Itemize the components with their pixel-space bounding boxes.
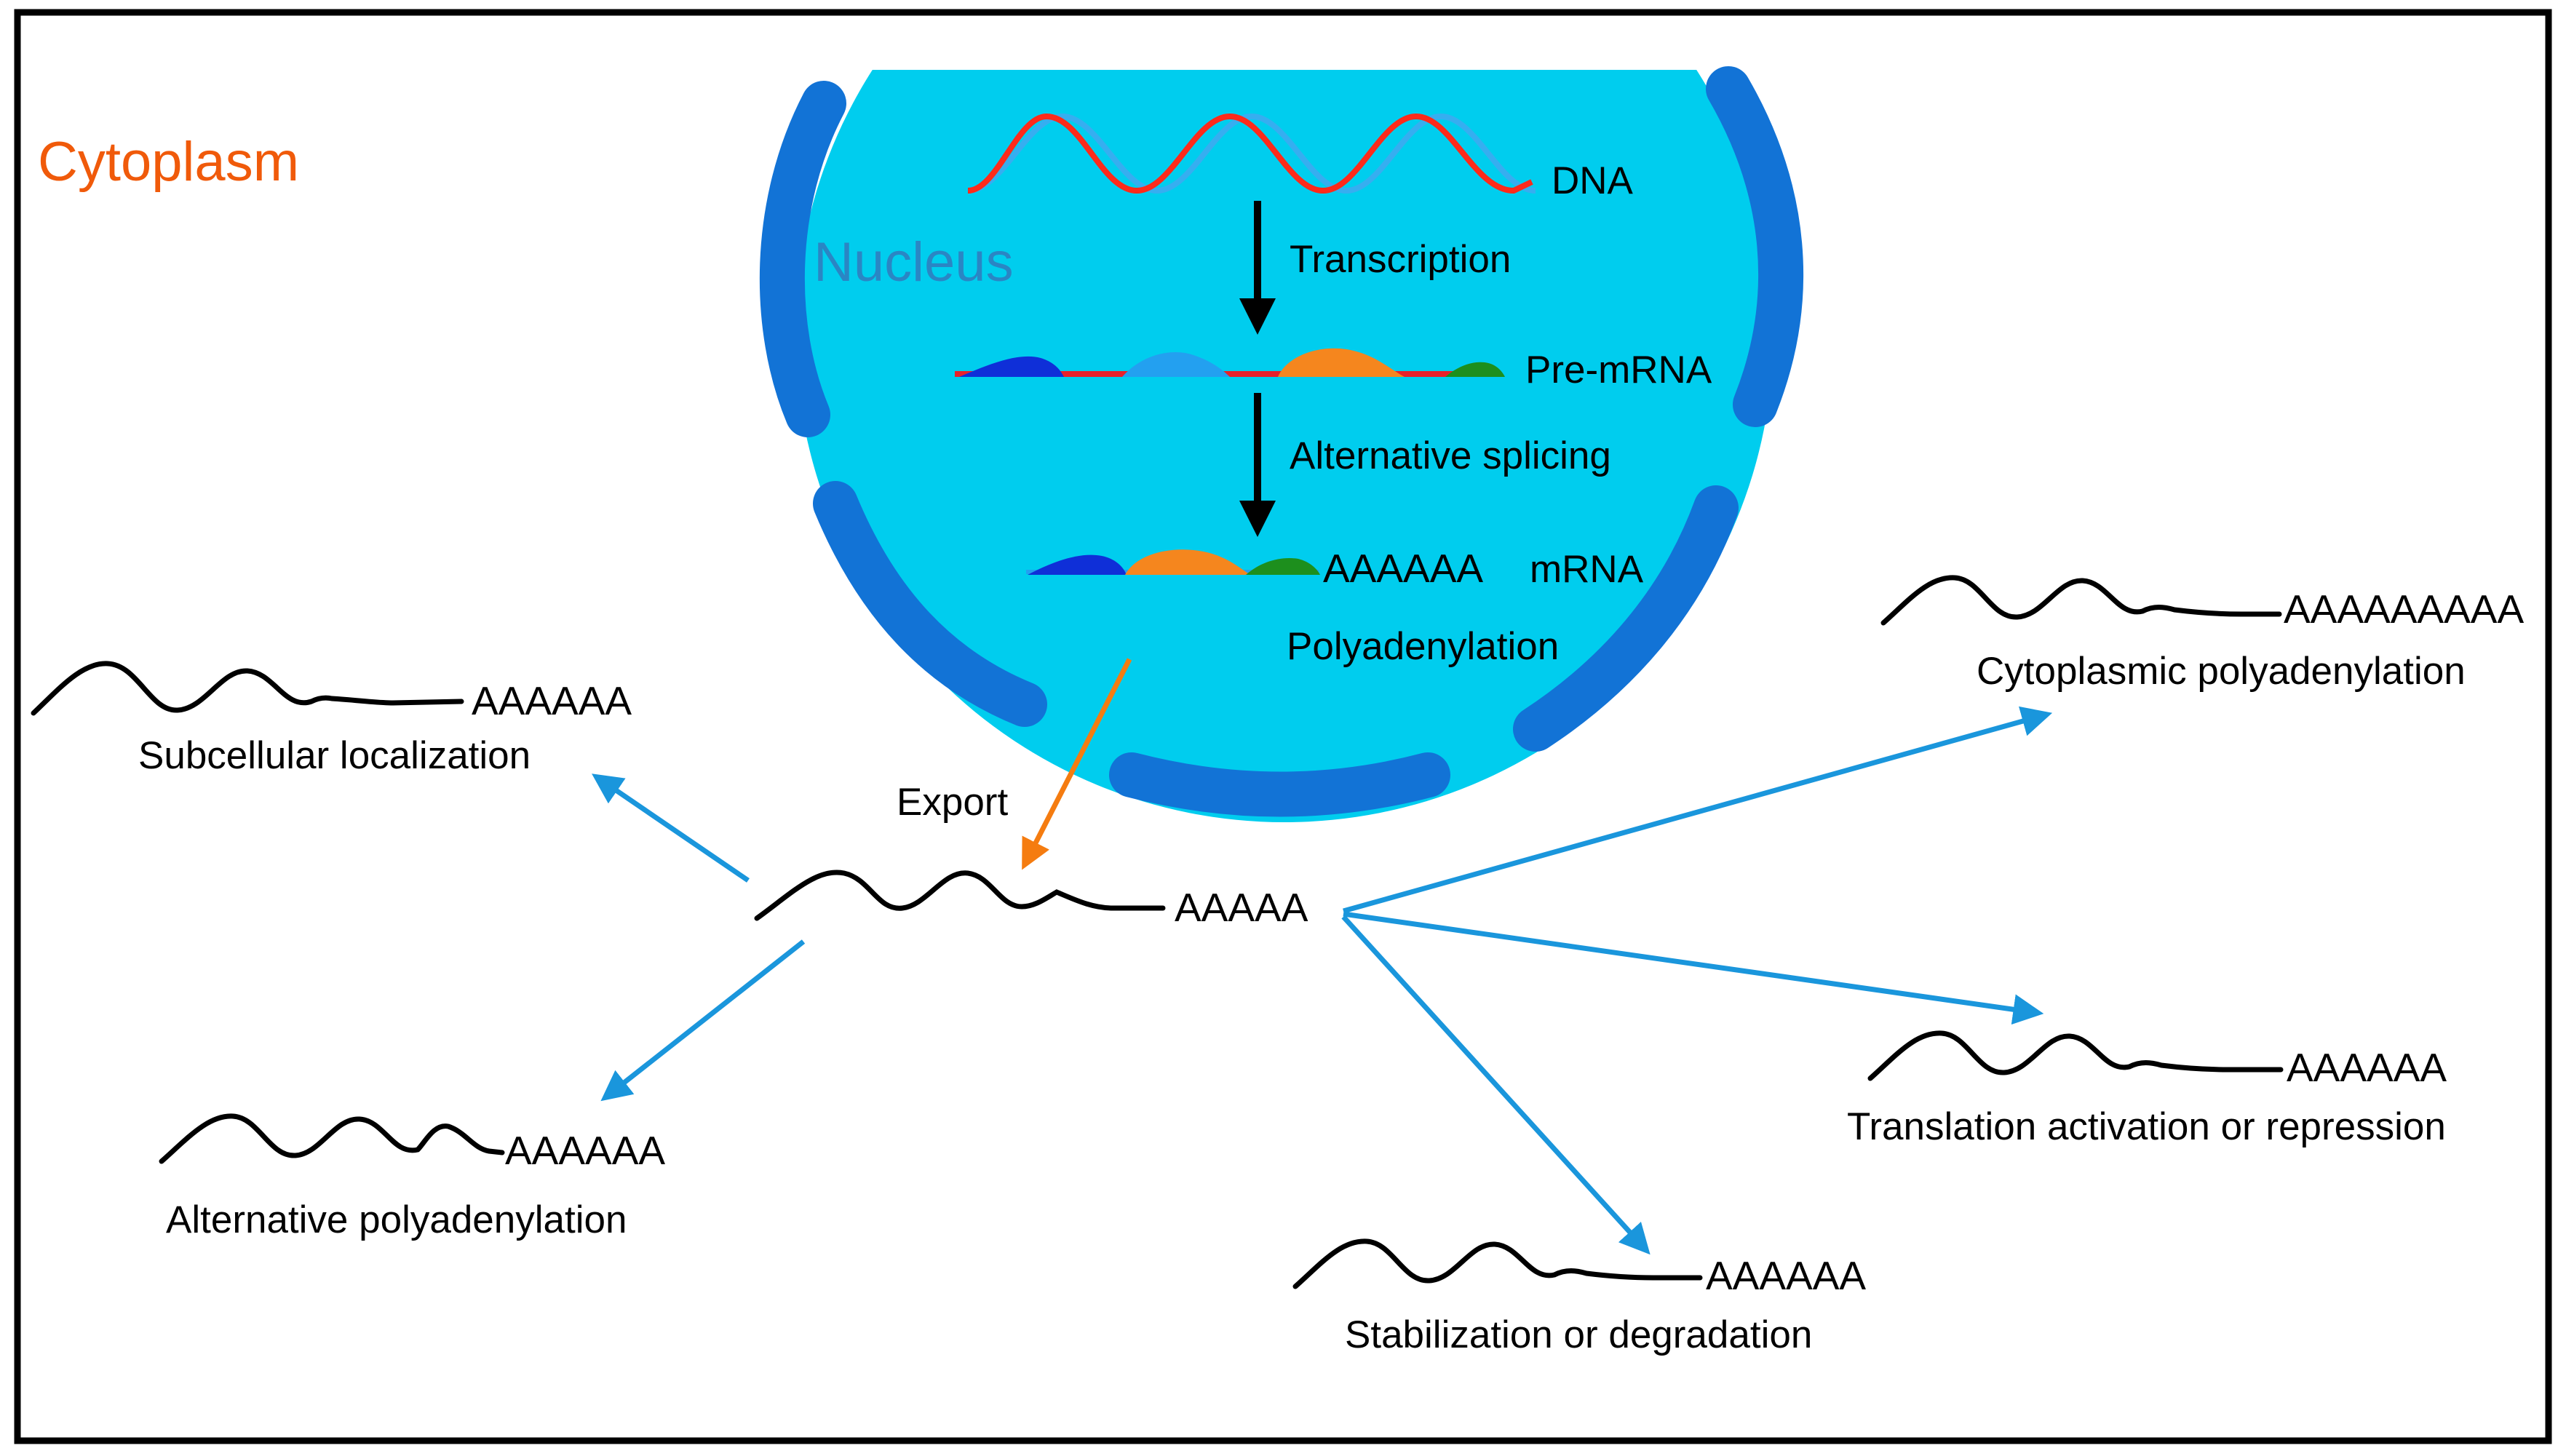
fate-label: Stabilization or degradation [1345, 1313, 1812, 1356]
mrna-strand [31, 661, 464, 716]
envelope-segment-left-lower [813, 481, 1047, 727]
cytoplasm-label: Cytoplasm [38, 131, 299, 193]
exon-3 [1278, 348, 1405, 377]
exon-4 [1445, 362, 1505, 377]
mrna-strand [1880, 575, 2282, 626]
nucleus [795, 70, 1773, 822]
nucleus-label: Nucleus [814, 231, 1014, 293]
fate-label: Alternative polyadenylation [166, 1198, 627, 1241]
central-mrna-strand [754, 870, 1166, 921]
alternative-splicing-label: Alternative splicing [1290, 434, 1611, 477]
envelope-segment-bottom [1109, 752, 1450, 817]
envelope-segment-right-lower [1513, 485, 1739, 752]
arrow-to-alternative-polyadenylation [600, 939, 806, 1102]
central-mrna-polya-tail: AAAAA [1175, 885, 1308, 930]
mature-mrna-strand [1026, 549, 1320, 575]
exon-1 [959, 356, 1064, 377]
fate-alternative-polyadenylation: AAAAAA Alternative polyadenylation [159, 1113, 665, 1241]
mrna-strand [1292, 1238, 1703, 1289]
dna-strand-red [967, 113, 1533, 194]
polya-tail: AAAAAAAAA [2284, 586, 2524, 632]
export-arrow [1022, 658, 1132, 870]
polya-tail: AAAAAA [2287, 1045, 2447, 1090]
mrna-strand [159, 1113, 505, 1164]
polya-tail: AAAAAA [472, 678, 632, 723]
fate-label: Translation activation or repression [1847, 1105, 2446, 1148]
arrow-to-stability [1341, 915, 1651, 1255]
exon-4 [1246, 557, 1320, 575]
polya-tail: AAAAAA [505, 1128, 665, 1173]
exon-2 [1122, 351, 1230, 377]
dna-strand-blue [967, 113, 1536, 194]
fate-translation-control: AAAAAA Translation activation or repress… [1847, 1030, 2447, 1148]
fate-label: Cytoplasmic polyadenylation [1977, 650, 2466, 693]
pre-mrna-strand [955, 348, 1505, 377]
fate-cytoplasmic-polyadenylation: AAAAAAAAA Cytoplasmic polyadenylation [1880, 575, 2524, 693]
fate-stability: AAAAAA Stabilization or degradation [1292, 1238, 1866, 1356]
fate-subcellular-localization: AAAAAA Subcellular localization [31, 661, 632, 777]
transcription-label: Transcription [1290, 238, 1511, 281]
mature-mrna-polya-tail: AAAAAA [1323, 546, 1483, 591]
exon-3 [1125, 549, 1250, 575]
exon-1 [1028, 554, 1127, 575]
fate-label: Subcellular localization [138, 734, 531, 777]
export-label: Export [897, 781, 1008, 824]
polyadenylation-label: Polyadenylation [1287, 625, 1559, 668]
arrow-to-subcellular-localization [592, 773, 750, 883]
envelope-segment-right-upper [1706, 66, 1804, 427]
polya-tail: AAAAAA [1706, 1253, 1866, 1298]
arrow-to-translation-control [1343, 911, 2044, 1025]
arrow-to-cytoplasmic-polyadenylation [1343, 706, 2053, 914]
pre-mrna-label: Pre-mRNA [1525, 349, 1712, 391]
dna-label: DNA [1552, 159, 1634, 202]
envelope-segment-left-upper [759, 81, 846, 437]
fate-arrows [592, 706, 2053, 1255]
mrna-strand [1867, 1030, 2284, 1081]
dna-helix-icon [967, 113, 1536, 194]
mrna-label: mRNA [1530, 548, 1644, 591]
nuclear-envelope [759, 66, 1804, 817]
